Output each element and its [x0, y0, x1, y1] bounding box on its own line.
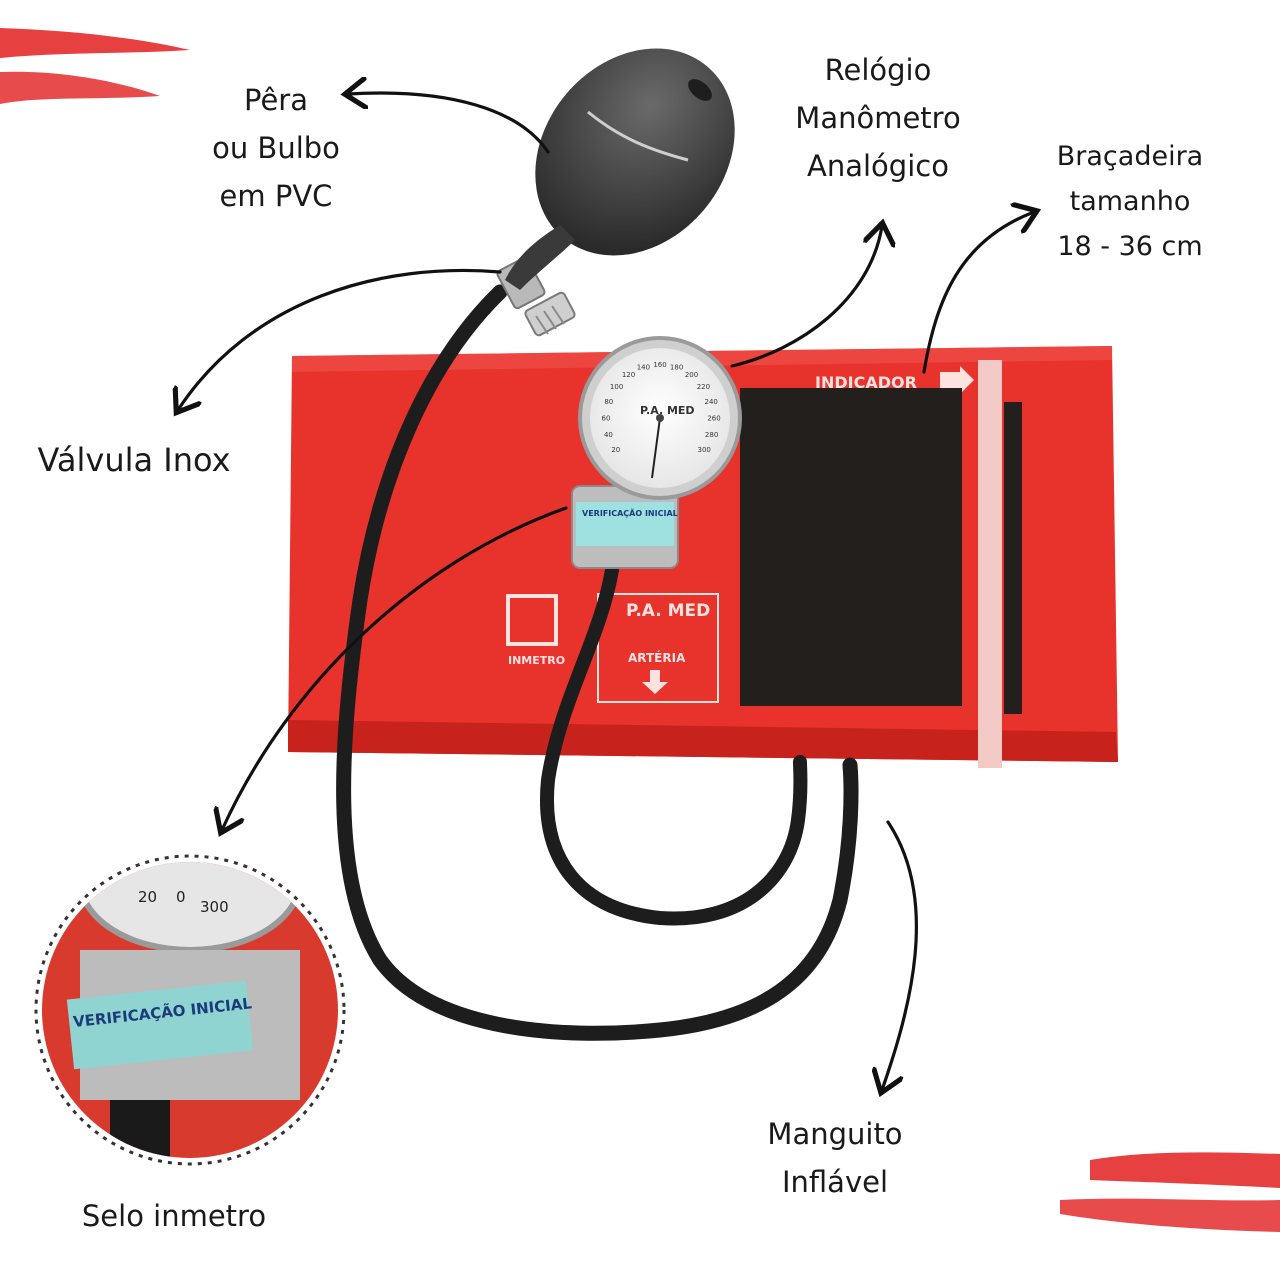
brush-stroke-bottom-right [1060, 1152, 1280, 1232]
gauge-seal [576, 502, 674, 546]
zoom-inset: 20 0 300 VERIFICAÇÃO INICIAL [34, 854, 346, 1166]
label-valvula: Válvula Inox [37, 441, 231, 479]
label-bracadeira: Braçadeira tamanho 18 - 36 cm [1030, 134, 1230, 269]
tubes [336, 284, 859, 1041]
zoom-tick-20: 20 [138, 888, 157, 906]
arrow-bracadeira [922, 212, 1034, 374]
label-manguito-line-2: Inflável [781, 1165, 889, 1199]
label-pera: Pêra ou Bulbo em PVC [196, 76, 356, 220]
gauge-tick-label: 200 [685, 371, 698, 379]
bulb [505, 48, 735, 290]
gauge-tick-label: 220 [697, 383, 710, 391]
gauge-brand-text: P.A. MED [640, 404, 695, 417]
gauge-tick-label: 240 [705, 398, 718, 406]
gauge-tick-label: 280 [705, 431, 718, 439]
gauge-tick-label: 140 [637, 364, 650, 372]
arrow-selo [222, 506, 568, 830]
label-relogio: Relógio Manômetro Analógico [770, 46, 986, 190]
gauge-seal-text: VERIFICAÇÃO INICIAL [582, 508, 678, 518]
gauge-tick-label: 260 [707, 414, 720, 422]
label-bracadeira-line-1: Braçadeira [1056, 141, 1204, 172]
arrow-manguito [882, 820, 919, 1090]
cuff-inmetro-text: INMETRO [508, 654, 565, 667]
cuff-indicator-text: INDICADOR [815, 373, 917, 392]
label-pera-line-1: Pêra [244, 83, 308, 117]
label-pera-line-3: em PVC [219, 179, 333, 213]
brush-stroke-top-left [0, 28, 190, 104]
label-manguito: Manguito Inflável [740, 1110, 930, 1206]
gauge-tick-label: 80 [604, 398, 613, 406]
size-strip [978, 360, 1002, 768]
gauge-tick-label: 20 [611, 446, 620, 454]
gauge-tick-label: 180 [670, 364, 683, 372]
arrow-pera [348, 93, 550, 154]
gauge-tick-label: 300 [698, 446, 711, 454]
cuff-brand-text: P.A. MED [626, 601, 710, 621]
gauge-tick-label: 160 [653, 361, 666, 369]
label-relogio-line-1: Relógio [824, 53, 932, 87]
zoom-tick-0: 0 [176, 888, 186, 906]
gauge-tick-label: 40 [604, 431, 613, 439]
label-pera-line-2: ou Bulbo [212, 131, 340, 165]
cuff-model-text: ARTÉRIA [628, 650, 686, 665]
label-relogio-line-2: Manômetro [795, 101, 961, 135]
label-relogio-line-3: Analógico [807, 149, 949, 183]
label-manguito-line-1: Manguito [767, 1117, 903, 1151]
zoom-tick-300: 300 [200, 898, 229, 916]
label-bracadeira-line-3: 18 - 36 cm [1057, 231, 1203, 262]
arrow-valvula [178, 268, 502, 410]
cuff: INDICADOR INMETRO P.A. MED ARTÉRIA [288, 346, 1118, 768]
label-bracadeira-line-2: tamanho [1069, 186, 1191, 217]
annotation-arrows [178, 93, 1034, 1090]
velcro-patch [740, 388, 962, 706]
gauge-tick-label: 60 [602, 414, 611, 422]
arrow-relogio [730, 226, 882, 368]
gauge-tick-label: 120 [622, 371, 635, 379]
label-selo: Selo inmetro [81, 1199, 267, 1233]
gauge-tick-label: 100 [610, 383, 623, 391]
